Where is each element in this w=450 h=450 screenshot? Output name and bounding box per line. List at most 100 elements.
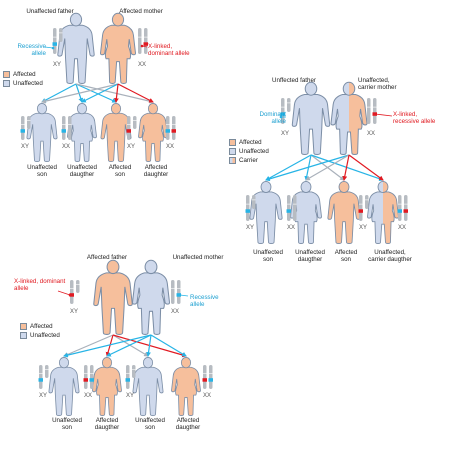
panel2-child1-chromosomes: XY xyxy=(245,225,254,231)
legend-label-affected: Affected xyxy=(239,138,262,146)
panel3-mother-chromosome-pair xyxy=(171,280,181,304)
panel3-dominant-label: X-linked, dominant allele xyxy=(14,278,66,292)
panel1-dominant-label: X-linked, dominant allele xyxy=(148,43,190,57)
panel1-child2-figure xyxy=(67,103,97,162)
legend-swatch-affected xyxy=(3,71,10,78)
panel1-child3-chromosome-pair xyxy=(126,116,137,140)
panel2-child2-figure xyxy=(290,180,322,244)
panel2-arrow-m4 xyxy=(348,154,384,181)
panel1-father-chromosomes: XY xyxy=(52,62,61,68)
panel-1-figures xyxy=(20,12,176,162)
panel1-mother-chromosome-pair xyxy=(138,28,148,54)
panel1-arrow-f4 xyxy=(75,83,154,104)
panel2-arrow-m3 xyxy=(342,154,350,181)
panel3-arrow-m4 xyxy=(150,334,187,357)
panel3-arrow-f3 xyxy=(112,334,149,357)
panel3-legend: Affected Unaffected xyxy=(20,322,60,340)
panel-2-figures xyxy=(245,81,408,244)
panel3-child4-figure xyxy=(171,357,201,416)
panel3-child3-chromosomes: XY xyxy=(125,393,134,399)
panel3-mother-label: Unaffected mother xyxy=(172,254,224,261)
panel3-arrow-f1 xyxy=(63,334,114,357)
panel2-child2-chromosomes: XX xyxy=(286,225,295,231)
panel2-arrow-f1 xyxy=(265,154,312,181)
panel1-child4-chromosomes: XX xyxy=(165,144,174,150)
panel1-child4-label: Affected daughter xyxy=(143,164,169,178)
panel1-arrow-m3 xyxy=(114,83,119,103)
panel3-child1-chromosome-pair xyxy=(38,365,49,389)
legend-label-unaffected: Unaffected xyxy=(30,331,60,339)
panel3-arrow-m2 xyxy=(106,334,152,357)
panel1-arrow-m1 xyxy=(41,83,119,104)
panel3-father-chromosome-pair xyxy=(69,280,80,304)
legend-swatch-unaffected xyxy=(20,332,27,339)
panel2-child1-label: Unaffected son xyxy=(253,249,283,263)
panel1-child3-chromosomes: XY xyxy=(126,144,135,150)
panel2-recessive-label: X-linked, recessive allele xyxy=(393,111,436,125)
panel2-child4-figure xyxy=(367,180,399,244)
panel3-child3-chromosome-pair xyxy=(125,365,136,389)
panel3-father-label: Affected father xyxy=(86,254,128,261)
panel1-child4-chromosome-pair xyxy=(165,116,176,140)
panel2-child1-chromosome-pair xyxy=(245,195,256,221)
panel1-child1-chromosome-pair xyxy=(20,116,31,140)
panel2-dominant-label: Dominant allele xyxy=(259,111,286,125)
panel2-father-label: Unffected father xyxy=(272,77,316,84)
panel1-child2-label: Unaffected daugther xyxy=(67,164,97,178)
panel3-arrow-m1 xyxy=(63,334,152,358)
legend-label-affected: Affected xyxy=(13,70,36,78)
panel1-arrow-f1 xyxy=(41,83,77,103)
panel1-child2-chromosome-pair xyxy=(61,116,72,140)
panel2-child3-label: Affected son xyxy=(334,249,358,263)
panel1-father-figure xyxy=(57,12,95,84)
legend-swatch-unaffected xyxy=(229,148,236,155)
panel3-mother-chromosomes: XX xyxy=(170,309,179,315)
panel3-recessive-label: Recessive allele xyxy=(190,294,219,308)
legend-label-affected: Affected xyxy=(30,322,53,330)
panel2-arrow-m1 xyxy=(265,154,350,182)
legend-label-unaffected: Unaffected xyxy=(239,147,269,155)
panel2-legend: Affected Unaffected Carrier xyxy=(229,138,269,165)
panel3-child4-label: Affected daugther xyxy=(175,417,201,431)
panel2-mother-figure xyxy=(330,81,368,155)
panel1-child3-label: Affected son xyxy=(108,164,132,178)
panel3-child4-chromosome-pair xyxy=(202,365,213,389)
panel1-legend: Affected Unaffected xyxy=(3,70,43,88)
panel2-mother-chromosomes: XX xyxy=(366,131,375,137)
panel1-child1-figure xyxy=(26,103,58,162)
panel1-recessive-label: Recessive allele xyxy=(17,43,46,57)
panel1-arrow-f3 xyxy=(75,83,117,103)
panel3-child4-chromosomes: XX xyxy=(202,393,211,399)
legend-label-carrier: Carrier xyxy=(239,156,258,164)
panel1-arrow-m2 xyxy=(81,83,119,103)
panel3-child2-figure xyxy=(92,357,122,416)
panel3-child3-figure xyxy=(132,357,164,416)
panel2-arrow-m2 xyxy=(305,154,350,181)
panel1-child3-figure xyxy=(100,103,132,162)
legend-swatch-unaffected xyxy=(3,80,10,87)
legend-swatch-affected xyxy=(20,323,27,330)
panel2-mother-label: Unaffected, carrier mother xyxy=(358,77,397,91)
panel3-arrow-m3 xyxy=(146,334,152,357)
panel3-child1-chromosomes: XY xyxy=(38,393,47,399)
panel1-mother-figure xyxy=(100,12,136,84)
panel3-child1-label: Unaffected son xyxy=(52,417,82,431)
panel2-child1-figure xyxy=(249,180,283,244)
panel1-recessive-pointer xyxy=(44,46,54,49)
panel3-child3-label: Unaffected son xyxy=(135,417,165,431)
legend-label-unaffected: Unaffected xyxy=(13,79,43,87)
panel3-child2-chromosome-pair xyxy=(83,365,94,389)
panel1-child4-figure xyxy=(138,103,168,162)
panel3-child2-chromosomes: XX xyxy=(83,393,92,399)
panel2-father-figure xyxy=(291,81,331,155)
panel2-mother-chromosome-pair xyxy=(367,98,377,124)
panel3-child1-figure xyxy=(48,357,80,416)
panel2-child3-chromosomes: XY xyxy=(358,225,367,231)
panel1-child2-chromosomes: XX xyxy=(61,144,70,150)
panel2-child2-chromosome-pair xyxy=(286,195,297,221)
panel2-child3-figure xyxy=(327,180,361,244)
panel3-mother-figure xyxy=(131,259,171,335)
panel2-child4-chromosome-pair xyxy=(397,195,408,221)
